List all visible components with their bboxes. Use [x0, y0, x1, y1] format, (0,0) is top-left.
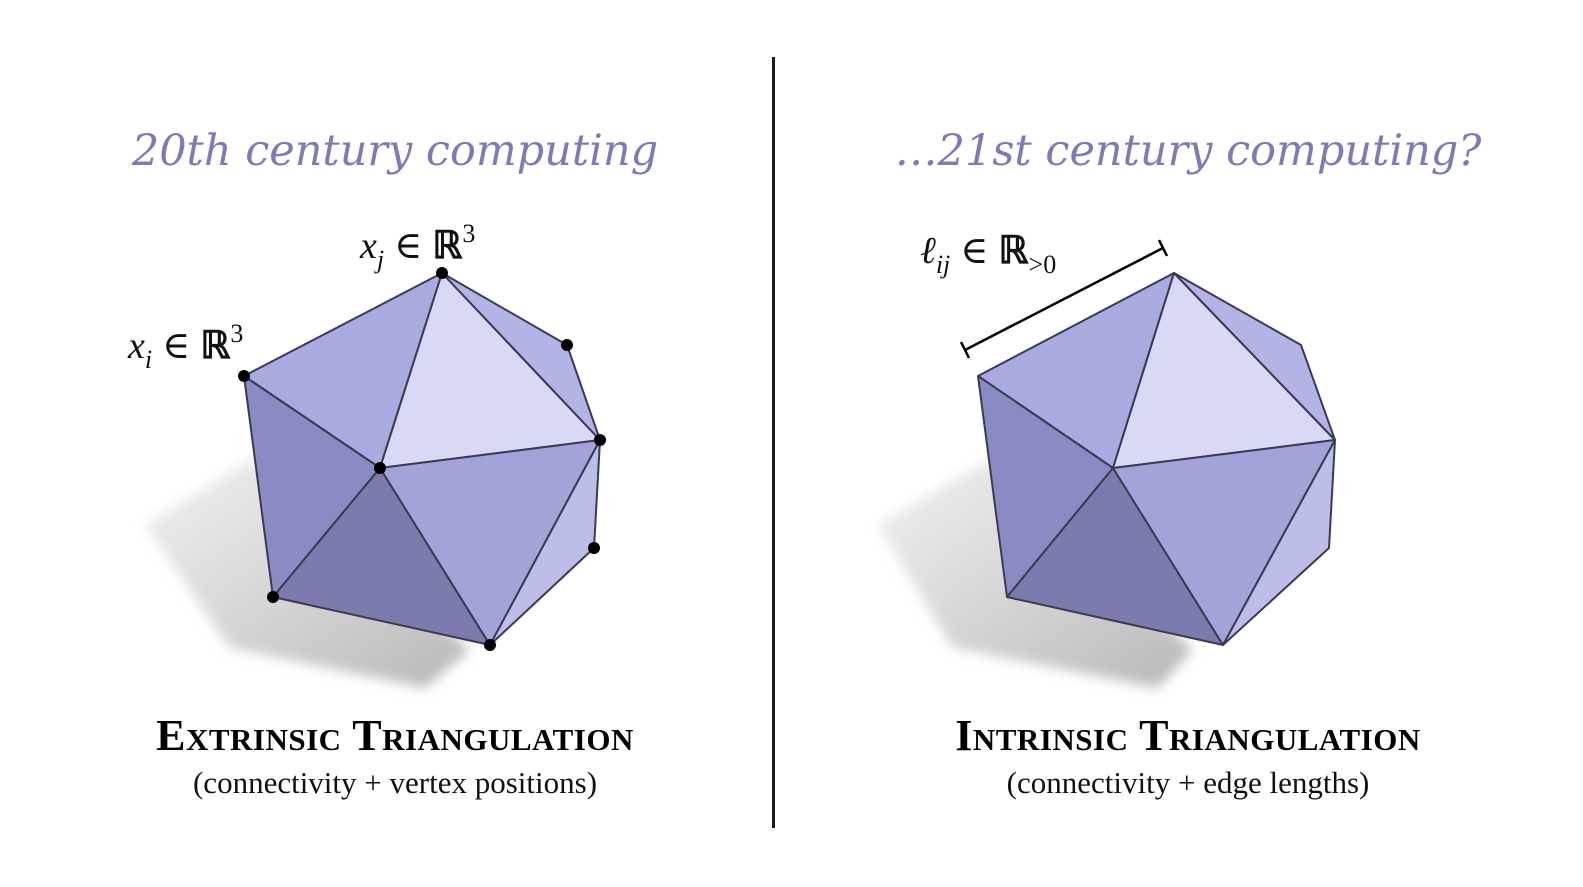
intrinsic-caption: (connectivity + edge lengths): [1006, 765, 1370, 800]
edge-length-bracket: [959, 239, 1169, 359]
vertex-xj: [436, 267, 448, 279]
label-xj: xj∈ℝ3: [359, 219, 475, 274]
face-top-right: [1173, 272, 1336, 441]
face-top-right: [441, 272, 601, 441]
intrinsic-subtitle: …21st century computing?: [894, 126, 1482, 176]
label-lij: ℓij∈ℝ>0: [920, 230, 1056, 279]
panel-divider: [772, 57, 775, 828]
intrinsic-icosahedron-figure: ℓij∈ℝ>0: [878, 230, 1336, 688]
intrinsic-heading: Intrinsic Triangulation: [955, 711, 1421, 760]
vertex-bottom: [484, 639, 496, 651]
vertex-bottom-left: [267, 591, 279, 603]
face-right: [1222, 439, 1336, 646]
vertex-right: [594, 434, 606, 446]
intrinsic-panel: …21st century computing?: [793, 0, 1583, 887]
vertex-center: [374, 462, 386, 474]
vertex-lower-right: [588, 542, 600, 554]
extrinsic-panel: 20th century computing: [0, 0, 790, 887]
vertex-xi: [238, 370, 250, 382]
label-xi: xi∈ℝ3: [127, 319, 243, 374]
extrinsic-heading: Extrinsic Triangulation: [156, 711, 634, 760]
extrinsic-subtitle: 20th century computing: [131, 126, 659, 176]
vertex-top-right: [561, 339, 573, 351]
face-right: [489, 439, 601, 646]
extrinsic-icosahedron-figure: xj∈ℝ3 xi∈ℝ3: [127, 219, 606, 688]
extrinsic-caption: (connectivity + vertex positions): [192, 765, 598, 800]
